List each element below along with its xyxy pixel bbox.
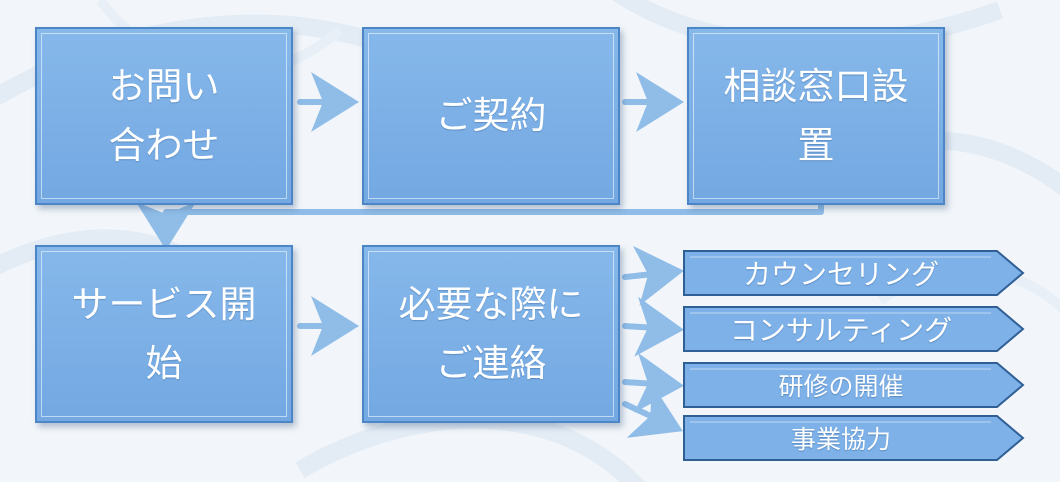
arrow-contact-to-counseling <box>622 245 684 306</box>
service-tag-training-label: 研修の開催 <box>778 372 904 401</box>
service-tag-consulting-label: コンサルティング <box>729 314 953 347</box>
service-tag-consulting: コンサルティング <box>682 305 1027 353</box>
service-tag-business-label: 事業協力 <box>790 425 891 454</box>
step-contact-box: 必要な際に ご連絡 <box>362 245 620 423</box>
step-service-start-box: サービス開 始 <box>35 245 293 423</box>
step-inquiry-label: お問い 合わせ <box>108 64 220 167</box>
step-consult-desk-label: 相談窓口設 置 <box>723 64 909 167</box>
arrow-contact-to-business <box>622 383 683 438</box>
step-service-start-label: サービス開 始 <box>71 282 257 385</box>
step-contract-label: ご契約 <box>435 94 547 138</box>
step-contact-label: 必要な際に ご連絡 <box>398 282 584 385</box>
step-contract-box: ご契約 <box>362 27 620 205</box>
service-tag-counseling: カウンセリング <box>682 249 1027 297</box>
service-tag-training: 研修の開催 <box>682 361 1027 409</box>
service-tag-business: 事業協力 <box>682 414 1027 462</box>
service-tag-counseling-label: カウンセリング <box>742 258 939 291</box>
step-inquiry-box: お問い 合わせ <box>35 27 293 205</box>
arrow-contact-to-consulting <box>622 296 684 357</box>
step-consult-desk-box: 相談窓口設 置 <box>687 27 945 205</box>
arrow-contact-to-training <box>622 352 684 413</box>
